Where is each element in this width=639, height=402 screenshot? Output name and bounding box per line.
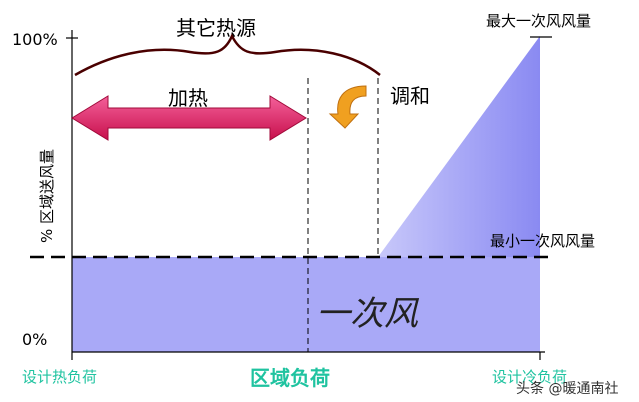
y-axis-title: % 区域送风量 xyxy=(38,148,56,243)
y-tick-100-label: 100% xyxy=(12,30,58,49)
min-airflow-region xyxy=(72,257,540,352)
y-tick-0-label: 0% xyxy=(22,330,48,349)
blending-label: 调和 xyxy=(390,84,430,108)
cooling-ramp-region xyxy=(378,36,540,257)
min-airflow-label: 最小一次风风量 xyxy=(490,232,596,250)
heating-arrow-icon xyxy=(71,95,307,141)
x-axis-right-label: 设计冷负荷 xyxy=(492,368,568,386)
x-axis-title: 区域负荷 xyxy=(250,366,330,390)
blending-arrow-icon xyxy=(328,85,367,129)
watermark: 头条 @暖通南社 xyxy=(516,381,619,397)
other-heat-sources-brace xyxy=(74,33,381,77)
max-airflow-label: 最大一次风风量 xyxy=(486,12,592,30)
heating-label: 加热 xyxy=(168,86,208,110)
other-heat-sources-label: 其它热源 xyxy=(176,16,256,40)
primary-air-region-label: 一次风 xyxy=(316,294,418,334)
x-axis-left-label: 设计热负荷 xyxy=(22,368,98,386)
